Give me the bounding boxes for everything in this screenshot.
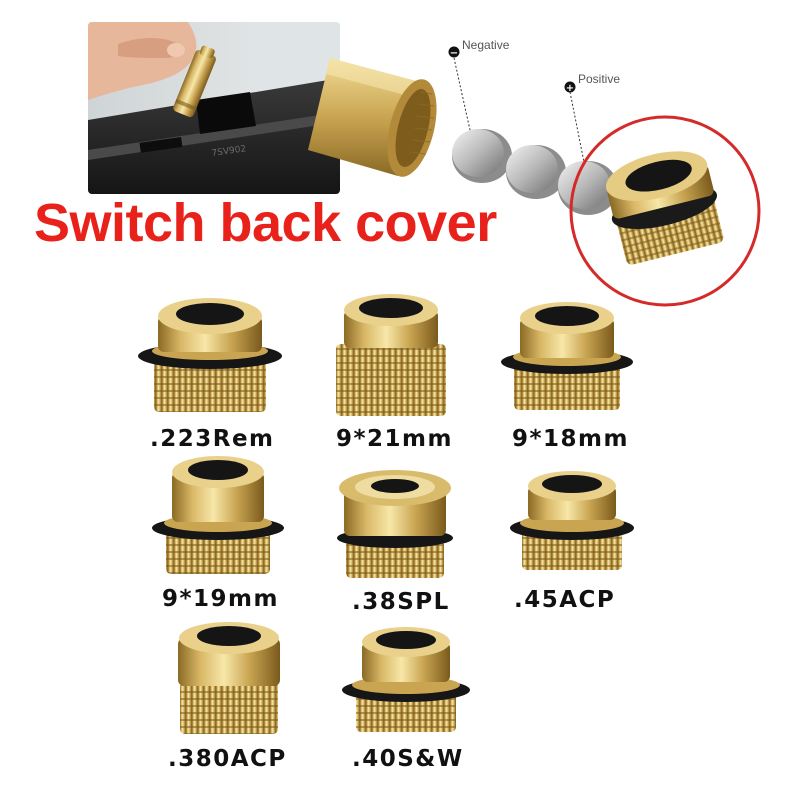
battery-2 [506, 145, 566, 199]
label-9x18mm: 9*18mm [512, 426, 629, 452]
bore-sight-cartridge [173, 45, 216, 117]
cover-9x18mm [501, 302, 633, 410]
pistol-photo: 7SV902 [88, 22, 340, 194]
label-223rem: .223Rem [150, 426, 275, 452]
cover-45acp [510, 471, 634, 570]
highlight-circle [569, 115, 761, 307]
label-9x19mm: 9*19mm [162, 586, 279, 612]
headline: Switch back cover [34, 193, 497, 253]
cover-380acp [178, 622, 280, 734]
brass-tube [308, 58, 437, 177]
label-38spl: .38SPL [352, 589, 450, 615]
back-cover-highlighted [605, 151, 724, 265]
cover-9x19mm [152, 456, 284, 574]
label-9x21mm: 9*21mm [336, 426, 453, 452]
positive-marker: + [564, 81, 585, 163]
negative-label: Negative [462, 38, 510, 52]
negative-marker: − [448, 46, 471, 131]
label-40sw: .40S&W [352, 746, 464, 772]
plus-sign-icon: + [566, 83, 574, 94]
cover-223rem [138, 298, 282, 412]
cover-9x21mm [336, 294, 446, 416]
positive-label: Positive [578, 72, 621, 86]
pistol-marking: 7SV902 [211, 144, 247, 159]
cover-40sw [342, 627, 470, 732]
label-45acp: .45ACP [514, 587, 616, 613]
cover-38spl [337, 470, 453, 578]
minus-sign-icon: − [450, 48, 458, 59]
label-380acp: .380ACP [168, 746, 287, 772]
battery-1 [452, 129, 512, 183]
